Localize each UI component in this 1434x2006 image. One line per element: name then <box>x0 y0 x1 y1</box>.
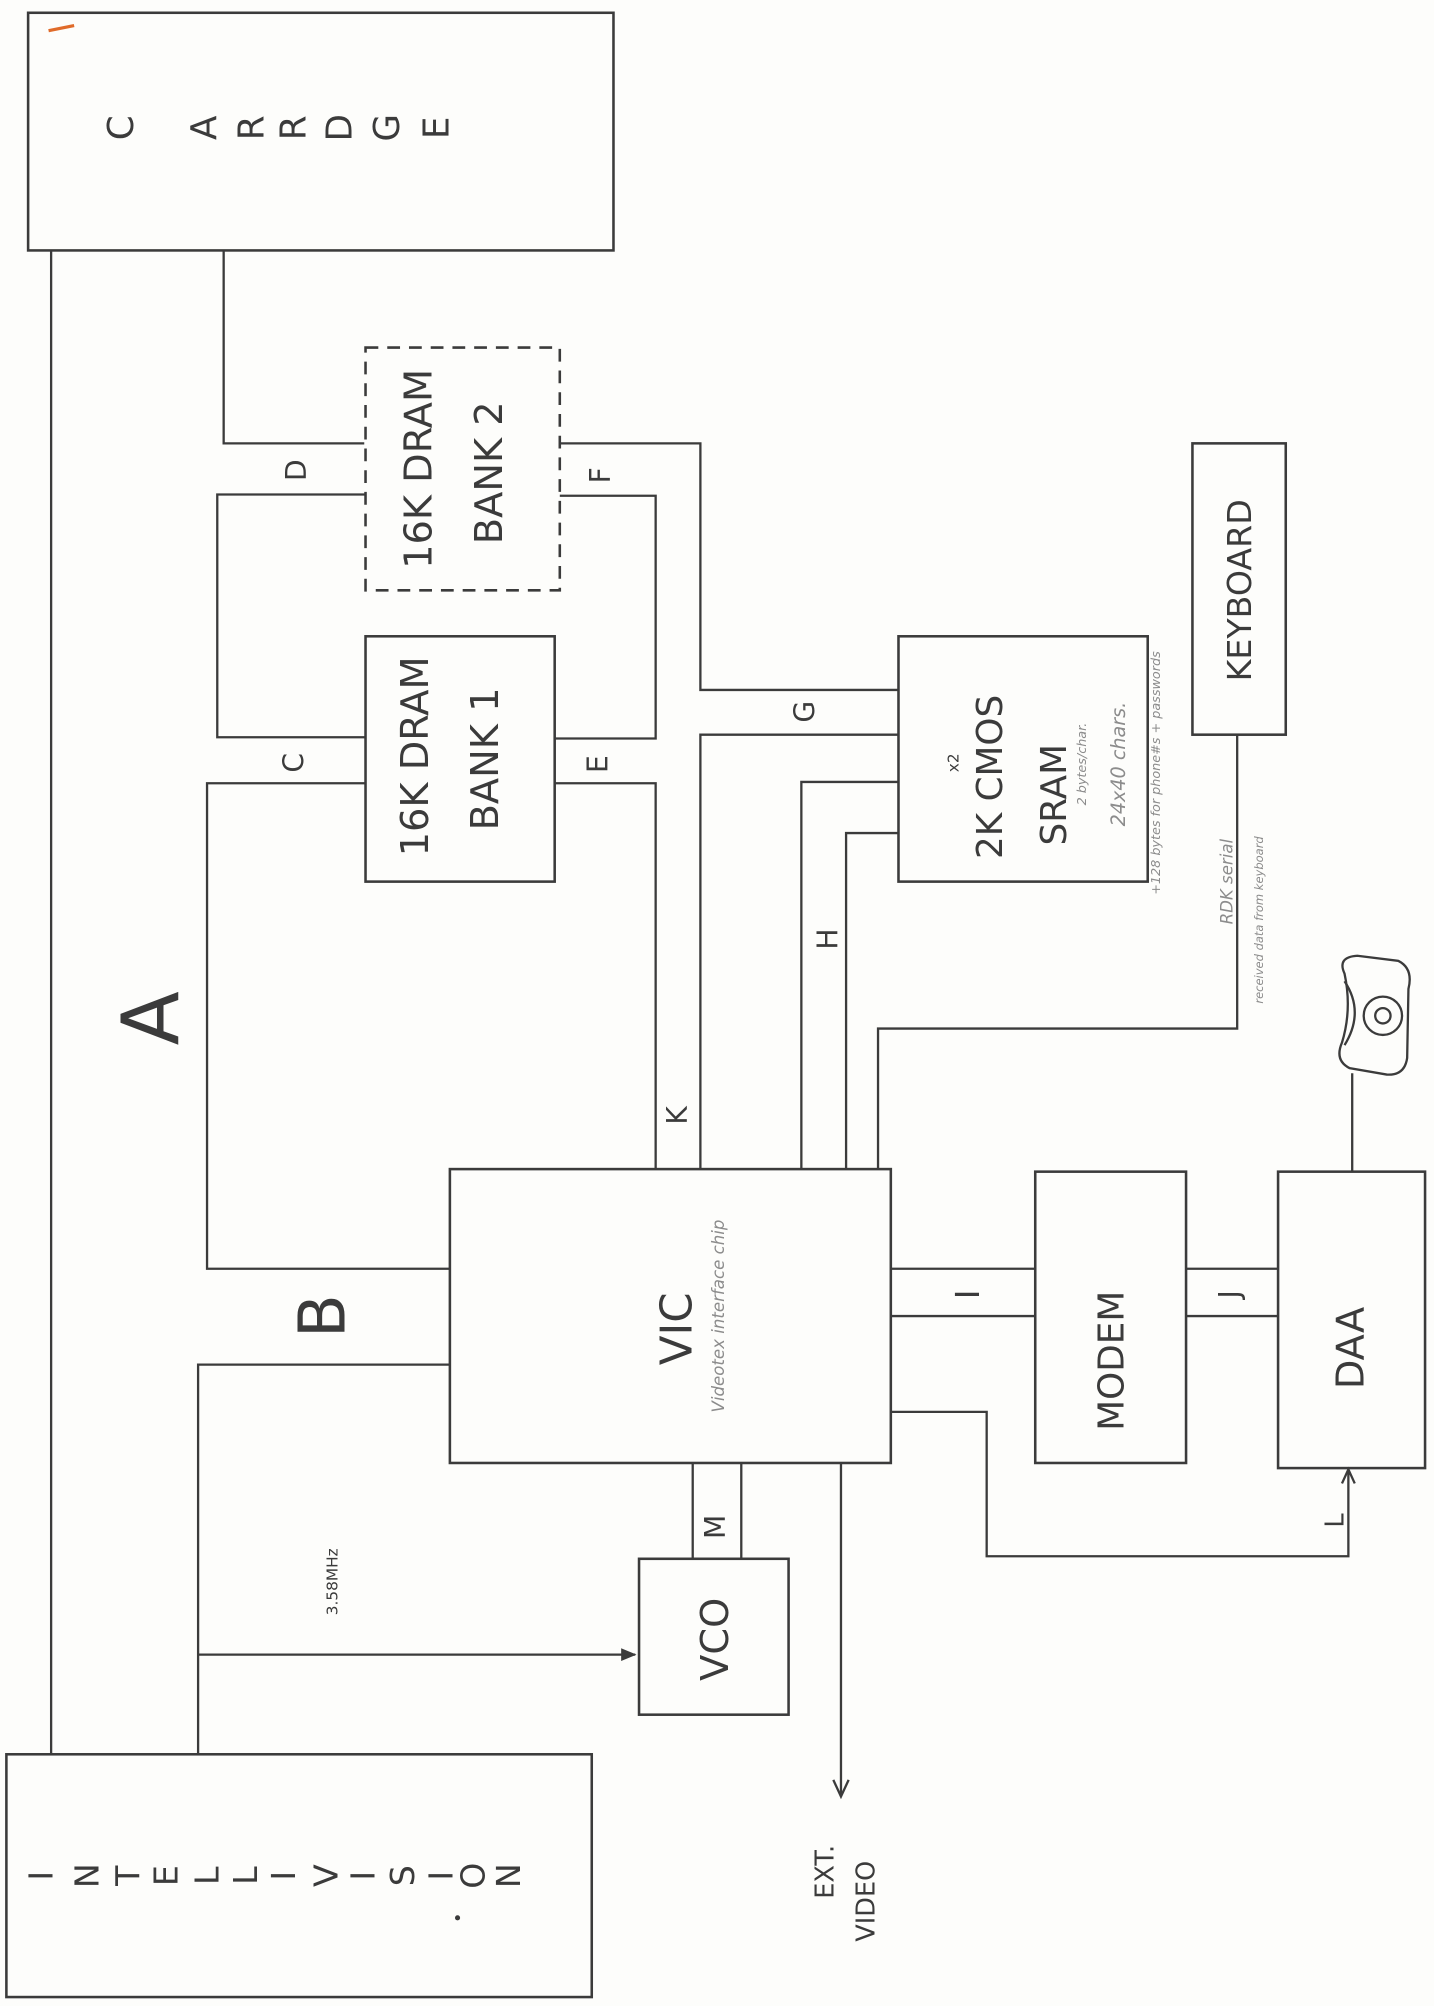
cartridge-letter: G <box>367 114 408 142</box>
bus-l-line <box>891 1412 1349 1556</box>
sram-label-line2: SRAM <box>1034 744 1075 845</box>
intellivision-letter: S <box>383 1865 422 1886</box>
dram-bank-1-label-line2: BANK 1 <box>463 688 508 831</box>
cartridge-letter: R <box>273 115 314 140</box>
sram-note: 2 bytes/char. <box>1075 723 1090 806</box>
intellivision-letter: N <box>489 1863 528 1888</box>
sram-multiplier: x2 <box>944 753 962 772</box>
bus-label-g: G <box>789 701 822 723</box>
intellivision-letter: N <box>67 1863 106 1888</box>
vco-label: VCO <box>693 1598 738 1681</box>
daa-label: DAA <box>1328 1307 1373 1389</box>
modem-label: MODEM <box>1091 1291 1132 1431</box>
cartridge-letter: D <box>319 114 360 142</box>
cartridge-letter: C <box>101 115 142 140</box>
clock-arrowhead <box>621 1648 636 1661</box>
bus-label-j: J <box>1213 1290 1246 1300</box>
intellivision-letter: T <box>108 1865 147 1887</box>
bus-label-e: E <box>582 755 615 773</box>
sram-note: +128 bytes for phone#s + passwords <box>1149 651 1164 895</box>
vic-label: VIC <box>652 1292 702 1365</box>
telephone-icon <box>1339 956 1409 1075</box>
rdk-serial-note: received data from keyboard <box>1252 836 1266 1004</box>
orange-mark <box>49 26 75 31</box>
cartridge-letter: E <box>417 116 458 139</box>
bus-label-i: I <box>948 1289 987 1299</box>
intellivision-letter: O <box>453 1863 492 1889</box>
bus-g-k-line <box>700 735 898 1169</box>
bus-d-lower-line <box>217 494 365 737</box>
intellivision-letter: I <box>343 1871 382 1881</box>
rdk-serial-label: RDK serial <box>1217 838 1236 924</box>
dram-bank-2-label-line2: BANK 2 <box>467 401 512 544</box>
stray-dot <box>455 1915 460 1920</box>
keyboard-label: KEYBOARD <box>1220 499 1259 681</box>
bus-d-upper-line <box>224 250 365 443</box>
ext-video-label-line2: VIDEO <box>852 1861 882 1942</box>
bus-f-line <box>555 496 656 739</box>
dram-bank-2-box <box>366 348 560 591</box>
sram-note: 24x40 chars. <box>1107 702 1130 827</box>
bus-label-f: F <box>584 467 617 483</box>
bus-label-c: C <box>277 753 310 773</box>
intellivision-letter: V <box>306 1864 345 1887</box>
bus-label-k: K <box>661 1105 694 1125</box>
bus-label-m: M <box>699 1515 732 1539</box>
bus-h-right-line <box>846 833 898 1169</box>
ext-video-label-line1: EXT. <box>811 1845 841 1899</box>
intellivision-letter: E <box>147 1865 186 1886</box>
intellivision-letter: L <box>226 1866 265 1885</box>
bus-h-left-line <box>801 782 898 1169</box>
bus-label-h: H <box>812 929 845 950</box>
dram-bank-2-label-line1: 16K DRAM <box>397 369 442 569</box>
bus-label-a: A <box>104 991 197 1045</box>
intellivision-letter: I <box>21 1871 60 1881</box>
intellivision-letter: I <box>264 1871 303 1881</box>
vic-note: Videotex interface chip <box>709 1220 728 1413</box>
bus-label-d: D <box>280 459 313 481</box>
cartridge-letter: A <box>184 115 225 140</box>
sram-label-line1: 2K CMOS <box>970 695 1011 859</box>
bus-e-k-line <box>555 783 656 1169</box>
intellivision-letter: L <box>188 1866 227 1885</box>
bus-label-l: L <box>1321 1513 1351 1528</box>
bus-label-b: B <box>286 1294 360 1338</box>
clock-frequency-label: 3.58MHz <box>323 1548 341 1615</box>
dram-bank-1-label-line1: 16K DRAM <box>393 656 438 856</box>
cartridge-letter: R <box>231 115 272 140</box>
